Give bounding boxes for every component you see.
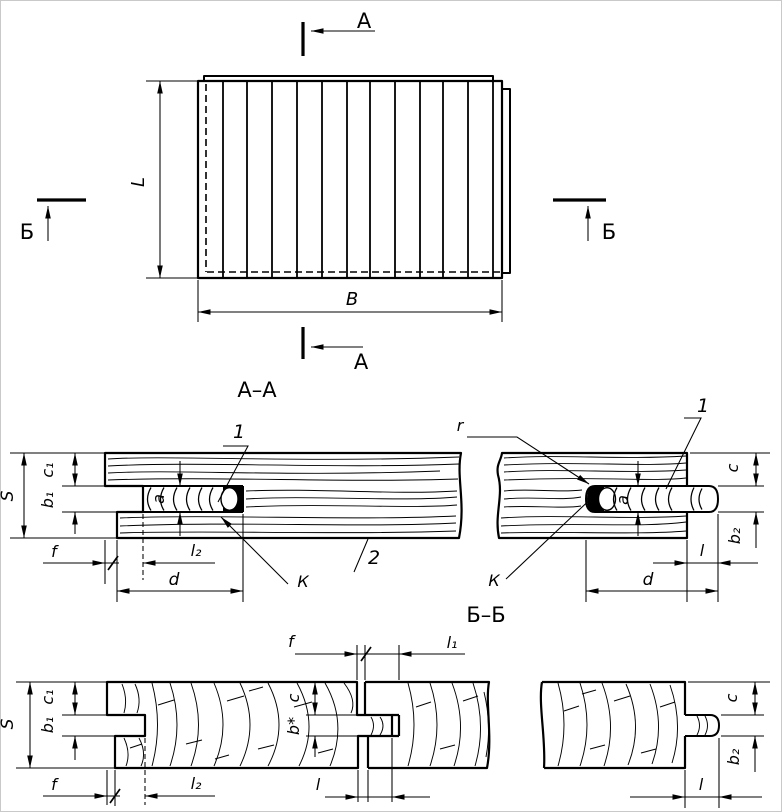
- dim-label-c1-bb: c₁: [38, 689, 57, 704]
- callout-label-1-right: 1: [697, 395, 709, 417]
- dowel-end-left: [220, 487, 239, 512]
- ext-line: [62, 714, 115, 737]
- dim-label-b1-bb: b₁: [38, 717, 57, 734]
- dowel-hole-right: [585, 485, 687, 513]
- tongue-protrusion: [685, 714, 720, 737]
- dim-label-S-bb: S: [0, 718, 18, 729]
- dim-label-l2: l₂: [191, 541, 202, 560]
- ext-line: [62, 485, 117, 513]
- dim-label-a: a: [149, 494, 168, 504]
- dim-label-l-mid: l: [316, 775, 321, 794]
- dim-label-a-right: a: [613, 495, 632, 505]
- leader-callout-1-right: [665, 417, 702, 490]
- dim-label-d-left: d: [169, 570, 180, 590]
- panel-right-tongue: [502, 88, 511, 274]
- dim-label-b1: b₁: [38, 492, 57, 509]
- dim-label-B: B: [346, 289, 358, 310]
- dim-label-f-mid: f: [288, 632, 296, 651]
- dim-label-S: S: [0, 490, 18, 501]
- ext-line: [356, 645, 400, 680]
- board-right-outline: [496, 451, 689, 540]
- dim-label-f: f: [51, 542, 59, 561]
- dim-label-bstar: b*: [284, 717, 303, 735]
- wood-grain-right: [500, 455, 687, 534]
- callout-label-1-left: 1: [233, 421, 245, 443]
- board-bb-right-outline: [539, 680, 687, 770]
- dim-slash: [360, 646, 372, 662]
- dim-label-r: r: [457, 416, 465, 435]
- ext-line: [106, 770, 116, 806]
- section-mark-b-right: Б: [553, 198, 616, 244]
- dim-label-c-right: c: [722, 693, 741, 702]
- section-title-bb: Б–Б: [466, 603, 505, 627]
- section-title-aa: А–А: [237, 378, 277, 402]
- board-bb-middle-outline: [365, 680, 491, 770]
- dowel-end-right: [597, 487, 617, 512]
- endgrain-left: [121, 682, 384, 767]
- section-mark-a-bottom: А: [301, 327, 369, 374]
- dowel-rings-left: [146, 487, 214, 511]
- dim-label-d-right: d: [643, 570, 654, 590]
- panel-top-strip: [203, 75, 494, 81]
- dim-label-c-mid: c: [284, 693, 303, 702]
- dim-label-b2: b₂: [725, 527, 744, 544]
- dowel-rings-right: [612, 487, 703, 511]
- section-mark-label: А: [354, 350, 369, 374]
- leader-k-right: [505, 491, 599, 580]
- leader-callout-1-left: [217, 445, 249, 503]
- dim-label-c: c: [723, 463, 742, 472]
- leader-r: [467, 436, 590, 485]
- top-view: L B А А Б Б: [20, 9, 616, 374]
- dim-label-l-right: l: [699, 775, 704, 794]
- endgrain-right: [557, 682, 708, 767]
- dim-label-f-bb: f: [51, 775, 59, 794]
- joint-groove-lines: [363, 682, 401, 768]
- wood-grain-left: [107, 456, 460, 534]
- dim-slash: [109, 788, 121, 804]
- leader-callout-2: [353, 538, 369, 573]
- panel-outline: [196, 79, 504, 280]
- dim-label-L: L: [128, 177, 149, 187]
- dim-label-l: l: [700, 541, 705, 560]
- section-mark-b-left: Б: [20, 198, 86, 244]
- dim-label-c1: c₁: [38, 462, 57, 477]
- dim-label-l2-bb: l₂: [191, 774, 202, 793]
- callout-label-k-right: К: [488, 571, 500, 590]
- dim-label-b2-bb: b₂: [724, 748, 743, 765]
- callout-label-k-left: К: [297, 572, 309, 591]
- section-mark-label: Б: [20, 220, 34, 244]
- dowel-protrusion: [687, 485, 719, 513]
- dim-slash: [107, 555, 119, 571]
- board-left-outline: [103, 451, 463, 540]
- board-joint-lines: [222, 81, 494, 278]
- section-mark-label: Б: [602, 220, 616, 244]
- section-mark-label: А: [357, 9, 372, 33]
- section-aa: А–А: [0, 378, 770, 602]
- callout-label-2: 2: [368, 547, 380, 569]
- section-mark-a-top: А: [301, 9, 375, 56]
- leader-k-left: [220, 516, 289, 585]
- section-bb: Б–Б: [0, 603, 770, 808]
- dim-label-l1: l₁: [447, 633, 458, 652]
